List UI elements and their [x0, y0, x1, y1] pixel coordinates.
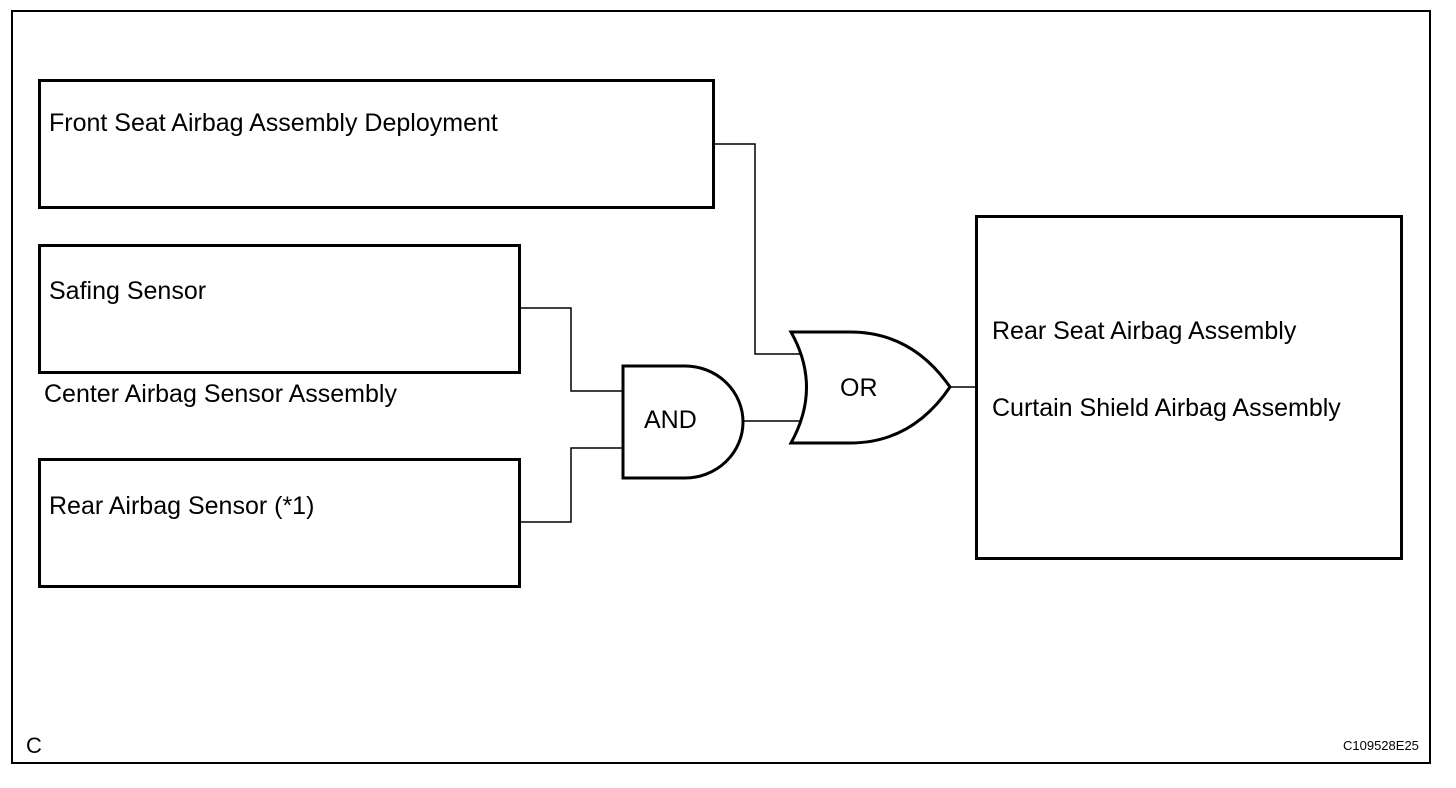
- rear-seat-airbag-label: Rear Seat Airbag Assembly: [992, 317, 1297, 345]
- center-sensor-assembly-label: Center Airbag Sensor Assembly: [44, 380, 397, 408]
- wire-safing-to-and: [519, 307, 624, 392]
- safing-sensor-box: [38, 244, 521, 374]
- or-gate-shape: [788, 330, 952, 445]
- and-gate-shape: [621, 364, 745, 480]
- wire-rear-sensor-to-and: [519, 447, 624, 523]
- wire-front-seat-to-or: [713, 143, 800, 355]
- front-seat-deployment-label: Front Seat Airbag Assembly Deployment: [49, 109, 498, 137]
- rear-airbag-sensor-box: [38, 458, 521, 588]
- corner-letter: C: [26, 733, 42, 758]
- and-gate-label: AND: [644, 406, 697, 434]
- safing-sensor-label: Safing Sensor: [49, 277, 207, 305]
- front-seat-deployment-box: [38, 79, 715, 209]
- rear-airbag-sensor-label: Rear Airbag Sensor (*1): [49, 492, 315, 520]
- diagram-frame: [11, 10, 1431, 764]
- figure-code: C109528E25: [1343, 738, 1419, 753]
- curtain-shield-airbag-label: Curtain Shield Airbag Assembly: [992, 394, 1341, 422]
- output-airbags-box: [975, 215, 1403, 560]
- or-gate-label: OR: [840, 374, 878, 402]
